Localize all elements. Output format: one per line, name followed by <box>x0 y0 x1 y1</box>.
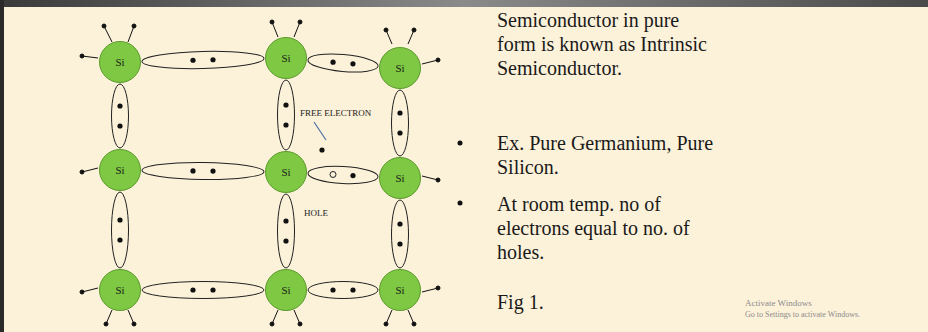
atom-symbol: Si <box>281 52 290 64</box>
dangling-bonds <box>80 20 440 326</box>
callout-label: FREE ELECTRON <box>300 108 390 118</box>
covalent-bond <box>112 84 129 148</box>
atom-symbol: Si <box>115 284 124 296</box>
bullet-dots <box>458 141 463 206</box>
atom-symbol: Si <box>395 172 404 184</box>
atom-symbol: Si <box>281 166 290 178</box>
silicon-atom: Si <box>99 269 141 311</box>
slide-text: Ex. Pure Germanium, Pure Silicon. <box>497 131 719 179</box>
covalent-bond <box>142 282 264 299</box>
slide-text: Semiconductor in pure form is known as I… <box>497 8 719 80</box>
atom-symbol: Si <box>281 284 290 296</box>
covalent-bond <box>142 50 264 70</box>
silicon-atom: Si <box>265 37 307 79</box>
watermark: Activate Windows <box>745 298 905 308</box>
covalent-bond <box>278 80 295 150</box>
watermark: Go to Settings to activate Windows. <box>745 310 920 319</box>
free-electron <box>314 122 326 153</box>
covalent-bond <box>392 200 409 268</box>
silicon-atom: Si <box>265 269 307 311</box>
covalent-bond <box>308 165 379 186</box>
top-band <box>0 0 928 7</box>
silicon-atom: Si <box>265 151 307 193</box>
left-edge <box>0 0 4 332</box>
covalent-bond <box>307 51 379 74</box>
silicon-atom: Si <box>379 269 421 311</box>
covalent-bond <box>112 192 129 268</box>
atom-symbol: Si <box>395 62 404 74</box>
silicon-atom: Si <box>99 41 141 83</box>
callout-label: HOLE <box>304 208 344 218</box>
slide-text: At room temp. no of electrons equal to n… <box>497 192 719 264</box>
atom-symbol: Si <box>115 164 124 176</box>
covalent-bond <box>142 162 264 180</box>
atom-symbol: Si <box>115 56 124 68</box>
atom-symbol: Si <box>395 284 404 296</box>
covalent-bond <box>308 282 378 299</box>
silicon-atom: Si <box>379 157 421 199</box>
silicon-atom: Si <box>379 47 421 89</box>
silicon-atom: Si <box>99 149 141 191</box>
slide-text: Fig 1. <box>497 290 597 314</box>
covalent-bond <box>278 194 295 268</box>
covalent-bond <box>392 90 409 156</box>
bond-layer <box>112 50 409 298</box>
